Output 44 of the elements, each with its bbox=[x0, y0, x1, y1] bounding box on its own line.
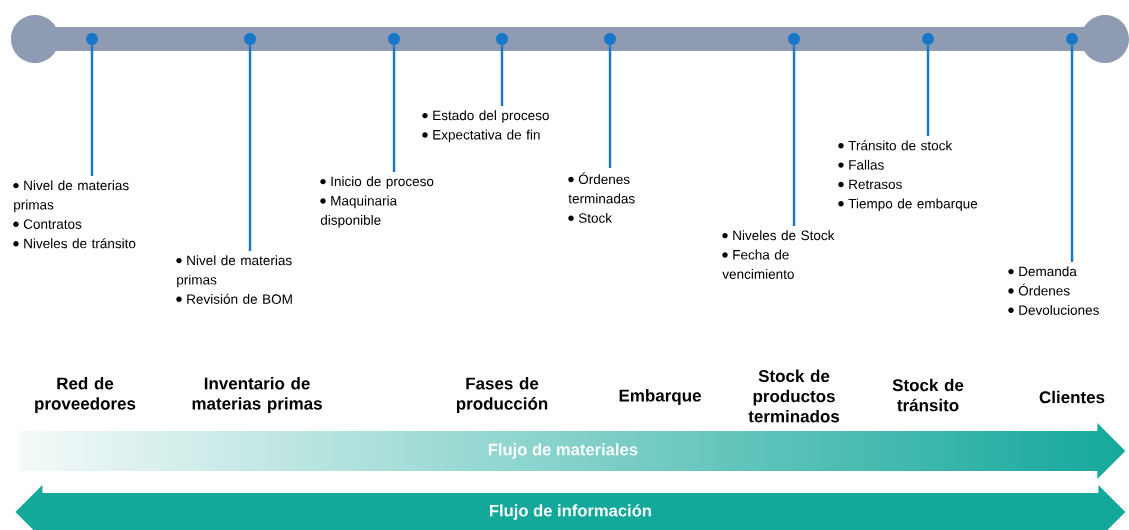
stage-label: Fases de producción bbox=[456, 377, 548, 413]
node-label: Stock bbox=[578, 212, 613, 223]
node-label: Niveles de Stock bbox=[733, 230, 835, 241]
leader-line bbox=[248, 45, 252, 251]
stage-label: Stock de tránsito bbox=[892, 378, 964, 412]
node-label: Órdenes terminadas bbox=[568, 172, 635, 204]
node-label: Inicio de proceso bbox=[331, 176, 434, 189]
node-label: Demanda bbox=[1019, 266, 1077, 277]
bullet-list: Nivel de materias primas Revisión de BOM bbox=[176, 255, 292, 304]
node-label: Fallas bbox=[849, 159, 884, 170]
node-label: Órdenes bbox=[1018, 283, 1070, 296]
stage-label: Red de proveedores bbox=[35, 377, 136, 413]
leader-line bbox=[90, 45, 94, 176]
node-label: Nivel de materias primas bbox=[177, 255, 292, 288]
bullet-list: Niveles de Stock Fecha de vencimiento bbox=[722, 230, 835, 279]
node-label: Tránsito de stock bbox=[848, 140, 953, 151]
leader-line bbox=[792, 45, 796, 226]
leader-line bbox=[926, 45, 930, 136]
stage-label: Stock de productos terminados bbox=[748, 369, 840, 423]
node-label: Contratos bbox=[23, 219, 82, 229]
node-label: Retrasos bbox=[849, 179, 902, 190]
leader-line bbox=[500, 45, 504, 106]
stage-label: Inventario de materias primas bbox=[192, 377, 322, 413]
leader-line bbox=[608, 45, 612, 168]
node-label: Nivel de materias primas bbox=[14, 180, 129, 213]
stage-label: Embarque bbox=[619, 389, 701, 405]
leader-line bbox=[392, 45, 396, 172]
node-label: Devoluciones bbox=[1019, 304, 1099, 315]
stage-label: Clientes bbox=[1039, 390, 1105, 404]
flow-arrow: Flujo de materiales bbox=[488, 443, 638, 459]
bullet-list: Tránsito de stock Fallas Retrasos Tiempo de embarque bbox=[838, 140, 978, 212]
bullet-list: Órdenes terminadas Stock bbox=[568, 172, 635, 223]
node-label: Fecha de vencimiento bbox=[722, 249, 794, 279]
bullet-list: Nivel de materias primas Contratos Niveles de tránsito bbox=[13, 180, 136, 249]
bullet-list: Inicio de proceso Maquinaria disponible bbox=[320, 176, 434, 228]
node-label: Niveles de tránsito bbox=[24, 238, 136, 249]
node-label: Revisión de BOM bbox=[187, 293, 292, 304]
node-label: Tiempo de embarque bbox=[848, 198, 978, 212]
node-label: Estado del proceso bbox=[433, 110, 549, 123]
bullet-list: Demanda Órdenes Devoluciones bbox=[1008, 266, 1099, 315]
node-label: Maquinaria disponible bbox=[320, 195, 398, 228]
node-label: Expectativa de fin bbox=[433, 129, 540, 143]
bullet-list: Estado del proceso Expectativa de fin bbox=[422, 110, 549, 143]
leader-line bbox=[1070, 45, 1074, 262]
